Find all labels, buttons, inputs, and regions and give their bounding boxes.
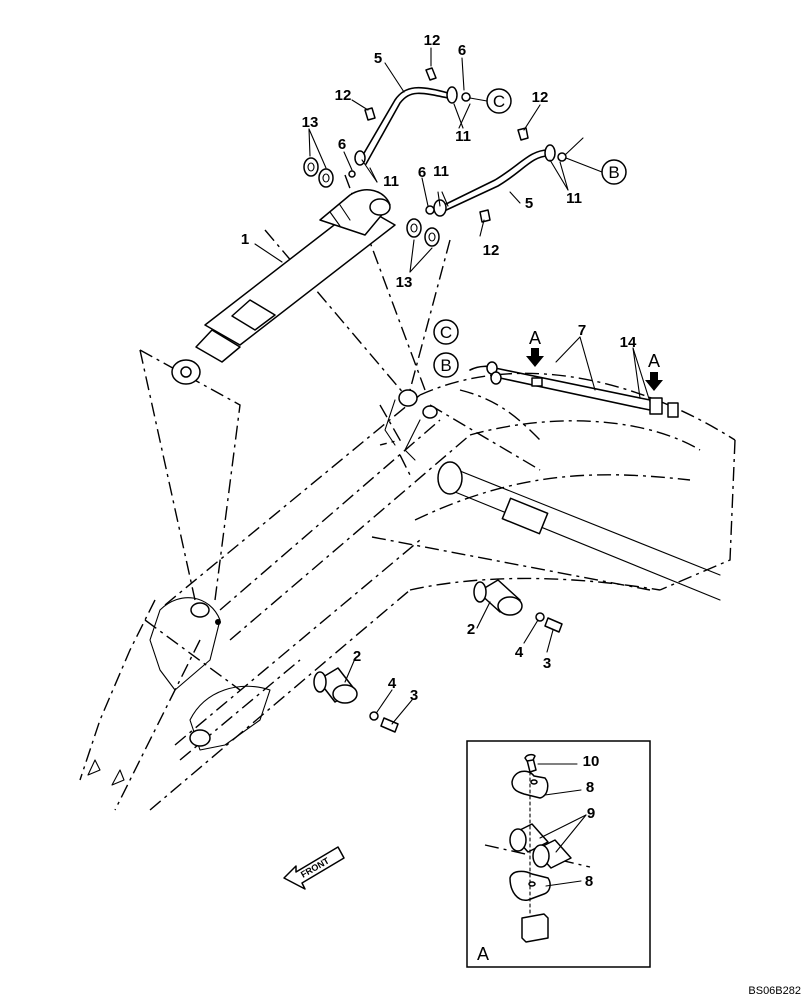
connection-ref-c-boom: C xyxy=(433,319,459,345)
connection-ref-label: C xyxy=(440,323,452,342)
drawing-code: BS06B282 xyxy=(748,985,801,997)
part-label-12: 12 xyxy=(532,89,549,106)
front-direction-arrow: FRONT xyxy=(283,846,345,890)
view-arrow-label: A xyxy=(529,328,541,348)
inset-view-a: 10 8 9 8 A xyxy=(466,740,651,968)
part-label-2: 2 xyxy=(467,621,475,638)
boom-piping xyxy=(469,361,679,418)
connection-ref-b-boom: B xyxy=(433,352,459,378)
boom-outline xyxy=(79,174,736,811)
part-label-9: 9 xyxy=(587,805,595,822)
hose-tubes xyxy=(359,86,549,213)
down-arrow-icon xyxy=(526,348,544,367)
part-label-3: 3 xyxy=(543,655,551,672)
part-label-8: 8 xyxy=(586,779,594,796)
boom-foot xyxy=(87,597,271,786)
part-labels: 1 5 5 12 12 12 12 6 6 6 11 11 11 11 13 1… xyxy=(241,32,637,704)
boom-cylinder xyxy=(171,189,396,385)
part-label-11: 11 xyxy=(455,128,471,145)
part-label-4: 4 xyxy=(388,675,397,692)
part-label-6: 6 xyxy=(418,164,426,181)
part-label-1: 1 xyxy=(241,231,249,248)
part-label-7: 7 xyxy=(578,322,586,339)
part-label-5: 5 xyxy=(374,50,382,67)
part-label-2: 2 xyxy=(353,648,361,665)
part-label-11: 11 xyxy=(383,173,399,190)
spacer-rings xyxy=(303,157,440,247)
leader-lines xyxy=(254,47,651,725)
view-arrow-label: A xyxy=(648,351,660,371)
part-label-12: 12 xyxy=(335,87,352,104)
part-label-14: 14 xyxy=(620,334,637,351)
part-label-11: 11 xyxy=(566,190,582,207)
fittings xyxy=(348,67,567,223)
down-arrow-icon xyxy=(645,372,663,391)
part-label-8: 8 xyxy=(585,873,593,890)
part-label-6: 6 xyxy=(458,42,466,59)
connection-ref-label: B xyxy=(608,163,619,182)
part-label-3: 3 xyxy=(410,687,418,704)
part-label-12: 12 xyxy=(424,32,441,49)
connection-ref-b-top: B xyxy=(565,157,627,185)
part-label-11: 11 xyxy=(433,163,449,180)
boom-pin-shaft xyxy=(437,461,721,601)
connection-ref-c-top: C xyxy=(469,88,512,114)
boom-top-bracket xyxy=(384,389,438,461)
connection-ref-label: B xyxy=(440,356,451,375)
view-arrow-left: A xyxy=(526,328,544,367)
part-label-10: 10 xyxy=(583,753,600,770)
part-label-5: 5 xyxy=(525,195,533,212)
part-label-13: 13 xyxy=(302,114,319,131)
part-label-6: 6 xyxy=(338,136,346,153)
part-label-13: 13 xyxy=(396,274,413,291)
connection-ref-label: C xyxy=(493,92,505,111)
view-arrow-right: A xyxy=(645,351,663,391)
pin-left xyxy=(313,667,399,733)
part-label-12: 12 xyxy=(483,242,500,259)
pin-right xyxy=(473,579,563,633)
part-label-4: 4 xyxy=(515,644,524,661)
inset-view-label: A xyxy=(477,944,489,964)
